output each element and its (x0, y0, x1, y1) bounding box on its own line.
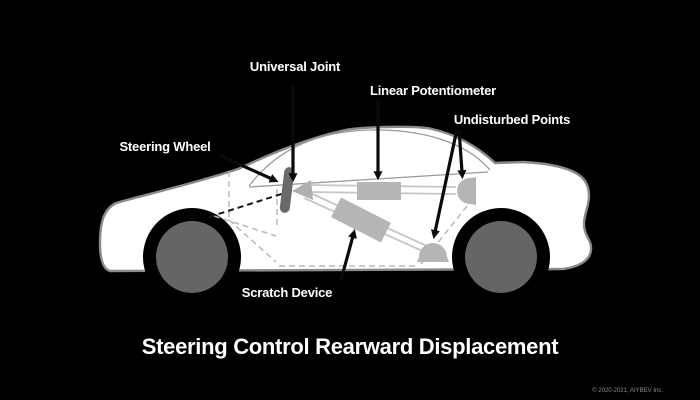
undisturbed-point-upper-arrow (457, 128, 467, 180)
undisturbed-point-lower-arrow (430, 128, 459, 240)
scratch-device-shape (331, 197, 391, 243)
lower-undisturbed-point-shape (417, 243, 449, 262)
copyright-text: © 2020-2021, AIYBEV Inc. (592, 388, 663, 394)
dash-panel-line-diagonal (228, 219, 277, 263)
linear-potentiometer-shape (357, 182, 401, 200)
steering-wheel-arrow (220, 154, 279, 183)
label-steering-wheel: Steering Wheel (119, 139, 211, 154)
label-scratch-device: Scratch Device (241, 285, 333, 300)
front-wheel (156, 221, 228, 293)
label-universal-joint: Universal Joint (249, 59, 341, 74)
rear-wheel (465, 221, 537, 293)
dash-steering-axis-line (208, 189, 295, 218)
scratch-device-arrow (339, 229, 357, 281)
label-linear-potentiometer: Linear Potentiometer (369, 83, 497, 98)
dash-fan-line (213, 215, 277, 237)
diagram-title: Steering Control Rearward Displacement (141, 334, 559, 359)
label-undisturbed-points: Undisturbed Points (453, 112, 571, 127)
upper-undisturbed-point-shape (457, 177, 476, 205)
universal-joint-shape (292, 180, 313, 200)
